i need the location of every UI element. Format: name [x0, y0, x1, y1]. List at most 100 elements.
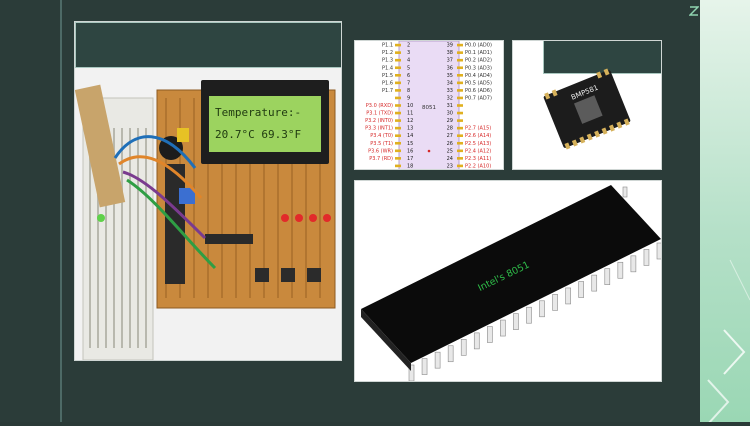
pin-lead-right: [457, 43, 463, 47]
pin-lead-right: [457, 58, 463, 62]
chip-pin-front: [604, 268, 611, 285]
pin-label-left: P1.7: [382, 88, 393, 94]
pin-label-left: P3.5 (T1): [370, 141, 393, 147]
sensor-module-panel: BMP581: [512, 40, 662, 170]
pin-number-left: 3: [407, 50, 410, 56]
pin-label-left: P3.4 (T0): [370, 133, 393, 139]
pin-lead-left: [395, 164, 401, 168]
pin-lead-left: [395, 149, 401, 153]
pin-label-right: P2.5 (A13): [465, 141, 491, 147]
pin-label-right: P0.0 (AD0): [465, 43, 492, 49]
pin-number-right: 39: [447, 43, 453, 49]
left-divider: [60, 0, 62, 422]
pin-lead-left: [395, 58, 401, 62]
pin-number-right: 29: [447, 118, 453, 124]
pin-lead-left: [395, 43, 401, 47]
pin-number-left: 8: [407, 88, 410, 94]
pin-number-right: 25: [447, 148, 453, 154]
pin-lead-right: [457, 66, 463, 70]
pin-lead-right: [457, 81, 463, 85]
chip-pin-front: [447, 345, 454, 363]
pin-number-right: 33: [447, 88, 453, 94]
pin-number-right: 37: [447, 58, 453, 64]
pin-lead-left: [395, 66, 401, 70]
chip-pin-front: [552, 294, 558, 311]
pin-lead-right: [457, 74, 463, 77]
pin-lead-right: [457, 141, 463, 145]
pin-label-right: P0.5 (AD5): [465, 80, 492, 86]
chip-pin-front: [421, 358, 428, 375]
chip-pin-front: [643, 249, 650, 266]
chip-pin-front: [565, 287, 571, 305]
pin-number-left: 2: [407, 43, 410, 49]
pin-label-left: P3.3 (INT1): [365, 126, 393, 132]
chip-pin-front: [539, 300, 545, 318]
chip-pin-front: [434, 351, 441, 369]
pin-number-right: 30: [447, 111, 453, 117]
pin-label-right: P0.6 (AD6): [465, 88, 492, 94]
decorative-gradient-band: [700, 0, 750, 425]
pin-lead-right: [457, 119, 463, 122]
pin-number-left: 17: [407, 156, 413, 162]
pin-number-right: 23: [447, 163, 453, 169]
pin-label-left: P1.2: [382, 50, 393, 56]
chip-pin-front: [630, 255, 637, 273]
pin-label-right: P2.4 (A12): [465, 148, 491, 154]
pin-number-left: 4: [407, 58, 410, 64]
pin-lead-left: [395, 81, 401, 85]
pin-lead-right: [457, 51, 463, 54]
lcd-line-1: Temperature:-: [215, 106, 301, 119]
dip-chip-panel: Intel's 8051: [354, 180, 662, 382]
z-logo-icon: [689, 6, 699, 16]
chip-pin-front: [513, 313, 519, 330]
pin-lead-right: [457, 157, 463, 160]
pin-lead-right: [457, 126, 463, 130]
pin-number-left: 9: [407, 95, 410, 101]
pin-label-left: P3.2 (INT0): [365, 118, 393, 124]
sensor-illustration: BMP581: [543, 68, 631, 150]
pin-number-right: 36: [447, 65, 453, 71]
pin-lead-right: [457, 134, 463, 137]
pin-lead-left: [395, 141, 401, 145]
pin-lead-right: [457, 89, 463, 92]
pin-number-right: 32: [447, 95, 453, 101]
chip-pin-front: [473, 332, 480, 350]
pin-number-left: 11: [407, 111, 413, 117]
chip-pin-front: [500, 319, 506, 337]
chip-pin-front: [408, 364, 415, 381]
chip-package: [361, 185, 661, 363]
chip-pin-front: [578, 281, 584, 298]
chip-body: [398, 41, 460, 169]
chip-pin-back: [622, 186, 628, 198]
pin-label-left: P3.7 (RD): [369, 156, 393, 162]
pin-number-left: 15: [407, 141, 413, 147]
chip-pin-front: [617, 261, 624, 279]
pin-label-left: P1.5: [382, 73, 393, 79]
decorative-chevrons: [707, 259, 750, 425]
pinout-diagram: 8051 2P1.13P1.24P1.35P1.46P1.57P1.68P1.7…: [365, 41, 492, 169]
pin-lead-left: [395, 126, 401, 130]
pin-label-left: P1.6: [382, 80, 393, 86]
dip-chip-illustration: Intel's 8051: [361, 185, 661, 381]
pin-lead-right: [457, 111, 463, 115]
pin-lead-left: [395, 119, 401, 122]
pin-label-right: P2.2 (A10): [465, 163, 491, 169]
pin-lead-left: [395, 51, 401, 54]
pin-number-left: 16: [407, 148, 413, 154]
board-photo-panel: Temperature:- 20.7°C 69.3°F: [74, 21, 342, 361]
board-illustration: Temperature:- 20.7°C 69.3°F: [75, 68, 341, 360]
pin-lead-left: [395, 74, 401, 77]
lcd-screen: [209, 96, 321, 152]
chip-pin-front: [460, 339, 467, 356]
board-panel-header: [75, 22, 341, 68]
pin-number-left: 7: [407, 80, 410, 86]
pin-number-right: 38: [447, 50, 453, 56]
pin-label-left: P3.0 (RXD): [366, 103, 393, 109]
pin-number-left: 18: [407, 163, 413, 169]
chip-pin-front: [656, 242, 661, 260]
pin-lead-right: [457, 104, 463, 107]
chip-label: 8051: [422, 105, 436, 111]
pin-lead-right: [457, 149, 463, 153]
pin-label-left: P1.3: [382, 58, 393, 64]
